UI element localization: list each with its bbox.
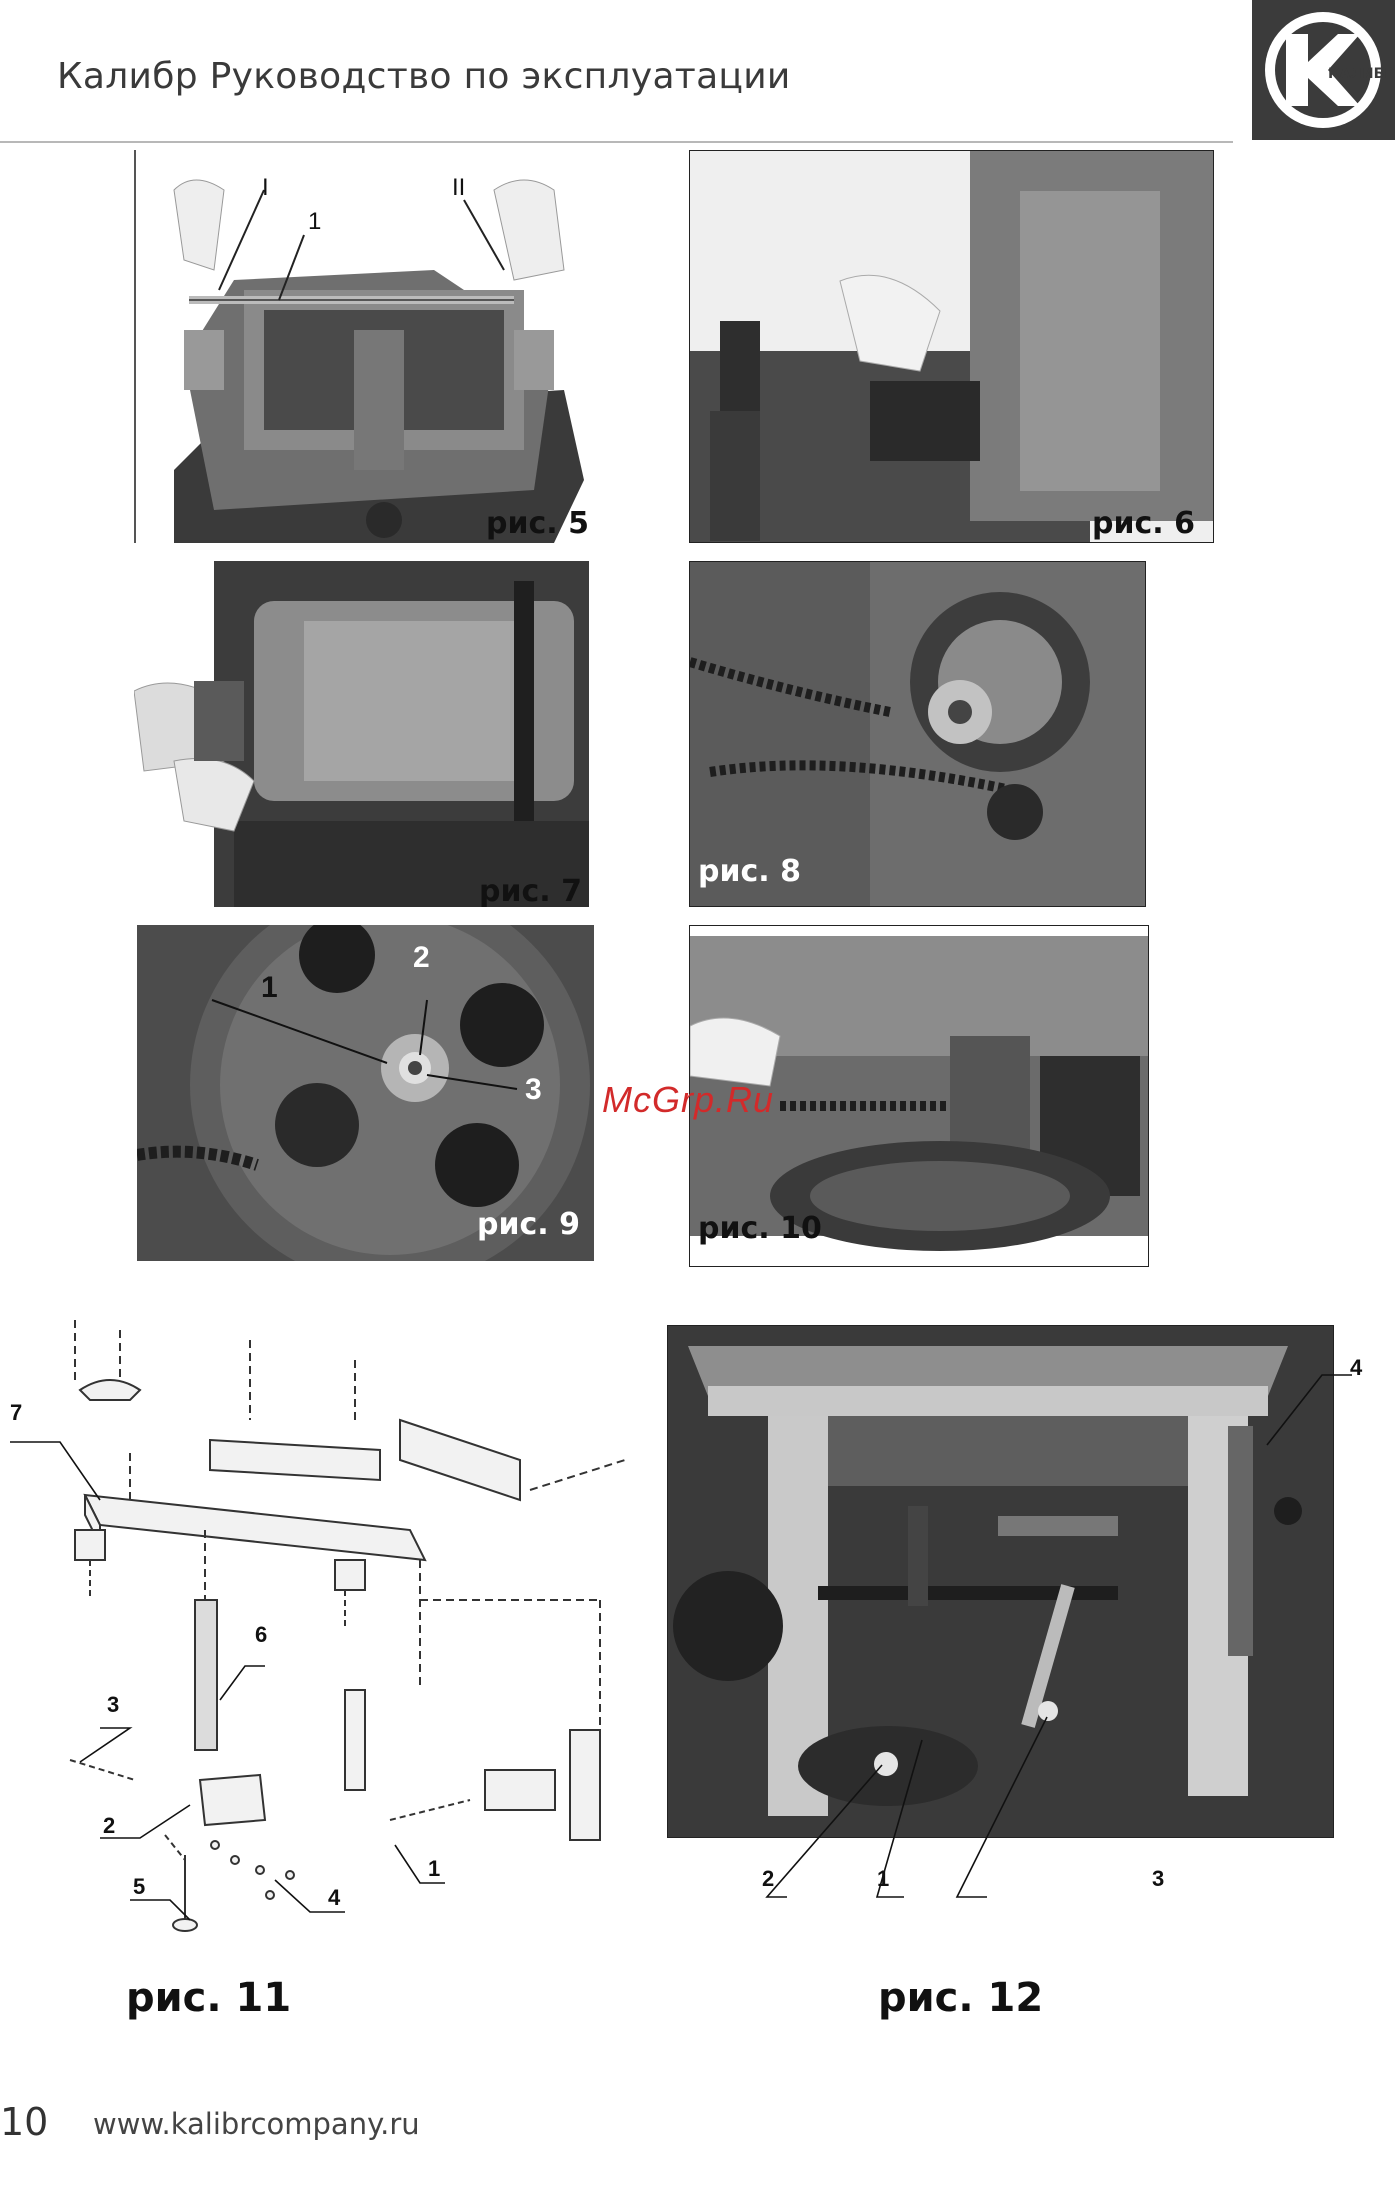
fig11-callout-6: 6 bbox=[255, 1622, 267, 1648]
kalibr-logo: КАЛИБР bbox=[1252, 0, 1395, 140]
figure-6-photo: рис. 6 bbox=[689, 150, 1214, 543]
figure-11-diagram: 7 6 3 2 5 4 1 bbox=[0, 1300, 660, 1950]
fig5-callout-I: I bbox=[262, 174, 269, 202]
fig11-callout-7: 7 bbox=[10, 1400, 22, 1426]
figure-5-photo: I 1 II рис. 5 bbox=[134, 150, 589, 543]
fig12-callout-4: 4 bbox=[1350, 1355, 1362, 1381]
fig7-label: рис. 7 bbox=[479, 874, 582, 907]
figure-9-photo: 1 2 3 рис. 9 bbox=[137, 925, 594, 1261]
footer-url: www.kalibrcompany.ru bbox=[93, 2107, 420, 2141]
header-divider bbox=[0, 141, 1233, 143]
fig5-callout-II: II bbox=[452, 174, 465, 202]
fig11-callout-1: 1 bbox=[428, 1856, 440, 1882]
page-number: 10 bbox=[0, 2100, 48, 2144]
fig9-callout-3: 3 bbox=[525, 1073, 542, 1107]
fig9-label: рис. 9 bbox=[477, 1207, 580, 1242]
fig12-callout-2: 2 bbox=[762, 1866, 774, 1892]
fig10-label: рис. 10 bbox=[698, 1211, 822, 1246]
figure-8-photo: рис. 8 bbox=[689, 561, 1146, 907]
page-header-title: Калибр Руководство по эксплуатации bbox=[57, 56, 791, 97]
fig12-callout-1: 1 bbox=[877, 1866, 889, 1892]
figure-7-photo: рис. 7 bbox=[134, 561, 589, 907]
fig11-callout-4: 4 bbox=[328, 1885, 340, 1911]
fig8-label: рис. 8 bbox=[698, 854, 801, 889]
fig11-callout-5: 5 bbox=[133, 1874, 145, 1900]
fig12-leader-lines bbox=[667, 1325, 1357, 1915]
fig9-callout-1: 1 bbox=[261, 971, 278, 1005]
fig5-label: рис. 5 bbox=[486, 506, 589, 541]
fig5-callout-1: 1 bbox=[308, 208, 321, 236]
logo-wordmark: КАЛИБР bbox=[1328, 66, 1395, 82]
fig11-caption: рис. 11 bbox=[126, 1975, 291, 2021]
fig9-callout-2: 2 bbox=[413, 941, 430, 975]
watermark-text: McGrp.Ru bbox=[602, 1079, 774, 1121]
fig11-callout-3: 3 bbox=[107, 1692, 119, 1718]
fig12-callout-3: 3 bbox=[1152, 1866, 1164, 1892]
fig11-callout-2: 2 bbox=[103, 1813, 115, 1839]
fig6-label: рис. 6 bbox=[1092, 506, 1195, 541]
fig12-caption: рис. 12 bbox=[878, 1975, 1043, 2021]
